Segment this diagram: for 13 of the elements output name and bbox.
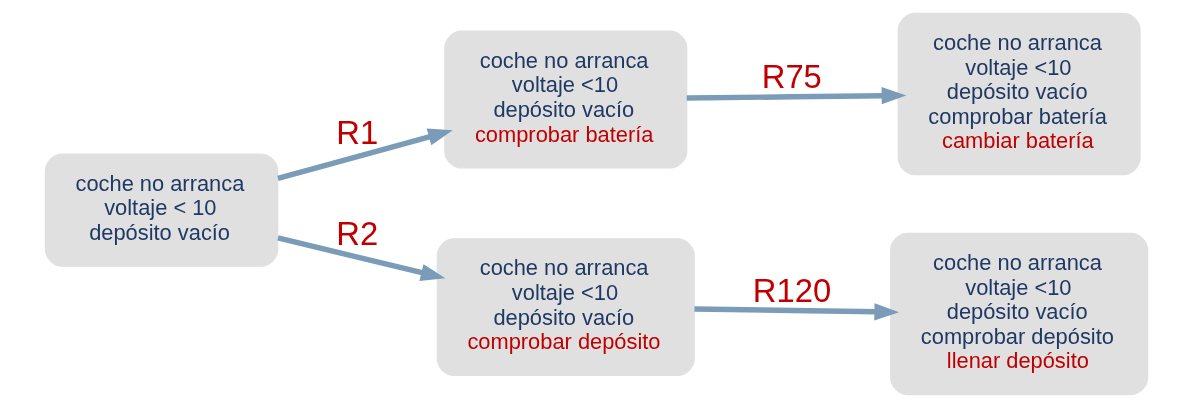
node-box: coche no arranca voltaje < 10 depósito vacío [44, 153, 279, 267]
node-box: coche no arranca voltaje <10 depósito vacío comprobar depósito llenar depósito [890, 232, 1149, 396]
edge-label: R1 [336, 113, 379, 151]
arrow [277, 235, 446, 281]
node-box: coche no arranca voltaje <10 depósito vacío comprobar depósito [436, 238, 695, 377]
node-box: coche no arranca voltaje <10 depósito vacío comprobar batería [444, 30, 688, 169]
arrow [686, 87, 907, 105]
edge-label: R2 [336, 214, 379, 252]
arrow [694, 303, 900, 321]
edge-label: R120 [752, 271, 832, 309]
node-box: coche no arranca voltaje <10 depósito vacío comprobar batería cambiar batería [897, 12, 1141, 176]
arrow [277, 128, 453, 182]
edge-label: R75 [761, 57, 822, 95]
